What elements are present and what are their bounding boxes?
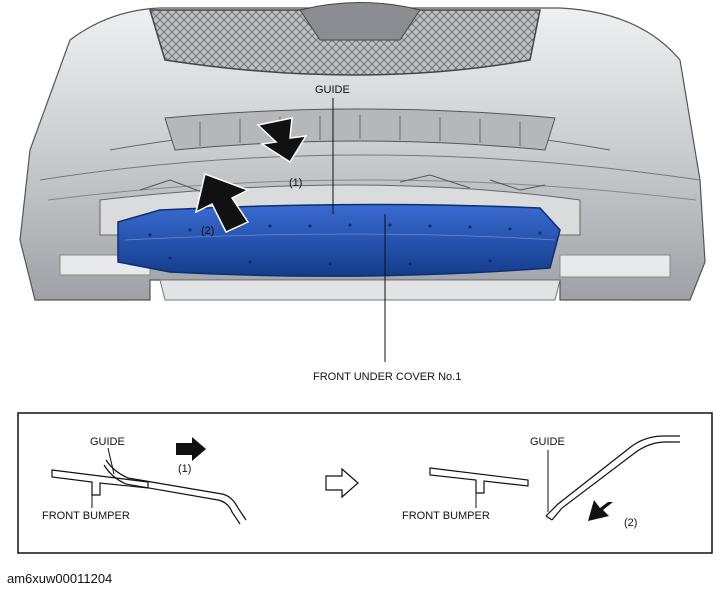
cover-label: FRONT UNDER COVER No.1 [313, 371, 462, 383]
detail-before-step-label: (1) [178, 463, 192, 475]
detail-before-guide-label: GUIDE [90, 436, 125, 448]
detail-before-bumper-label: FRONT BUMPER [42, 510, 130, 522]
detail-after-cover-section [545, 435, 680, 521]
detail-after-guide-label: GUIDE [530, 436, 565, 448]
main-guide-label: GUIDE [315, 84, 350, 96]
step2-pull-arrow [194, 173, 250, 233]
front-under-cover [117, 203, 561, 277]
detail-step1-right-arrow [176, 437, 206, 461]
front-grille [148, 2, 541, 76]
step1-down-arrow [256, 117, 308, 164]
detail-after-bumper-label: FRONT BUMPER [402, 510, 490, 522]
main-step1-label: (1) [289, 177, 303, 189]
detail-panel-frame [17, 412, 713, 554]
detail-before-guide-leader [107, 447, 115, 475]
detail-after-bumper-section [429, 467, 529, 494]
figure-id: am6xuw00011204 [7, 571, 113, 586]
detail-before-bumper-section [51, 469, 149, 496]
lower-grille [164, 108, 556, 151]
detail-after-step-label: (2) [624, 517, 638, 529]
transition-hollow-arrow [325, 467, 359, 499]
detail-step2-down-left-arrow [588, 500, 613, 521]
main-step2-label: (2) [201, 225, 215, 237]
